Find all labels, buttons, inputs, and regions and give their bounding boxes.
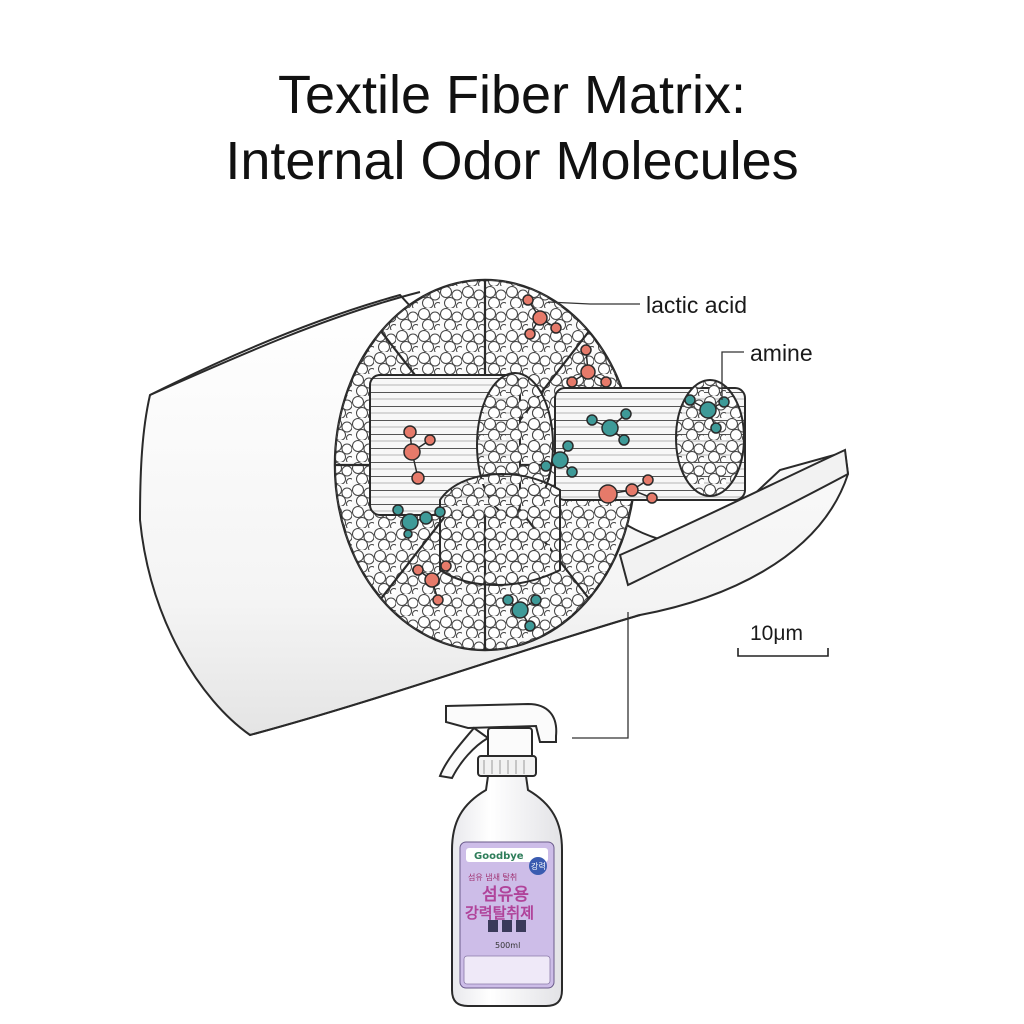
lactic-acid-molecule-icon — [522, 294, 562, 340]
fiber-tube-bottom-edge — [249, 614, 641, 736]
bottle-subtitle: 섬유 냄새 탈취 — [468, 872, 517, 882]
scale-bar: 10μm — [737, 622, 829, 657]
amine-molecule-icon — [392, 504, 446, 539]
lactic-acid-molecule-icon — [403, 425, 436, 485]
bottle-badge: 강력 — [531, 861, 546, 871]
fiber-bundle-center — [439, 473, 561, 586]
bottle-headline-2: 강력탈취제 — [465, 904, 534, 922]
fiber-tube-top-edge — [149, 291, 421, 396]
bottle-footer: 500ml — [495, 941, 520, 950]
lactic-acid-leader — [547, 301, 640, 305]
scale-bar-label: 10μm — [750, 622, 803, 645]
lactic-acid-molecule-icon — [412, 560, 452, 606]
title-line-2: Internal Odor Molecules — [225, 131, 799, 191]
amine-label: amine — [750, 340, 813, 366]
bottle-brand: Goodbye — [474, 851, 524, 862]
cut-shell-lip — [618, 448, 850, 587]
spray-bottle-icon — [438, 702, 563, 1007]
lactic-acid-molecule-icon — [598, 474, 658, 504]
bottle-headline-1: 섬유용 — [482, 885, 529, 905]
bottle-leader — [572, 612, 629, 739]
lactic-acid-label: lactic acid — [646, 292, 747, 318]
amine-molecule-icon — [502, 594, 542, 632]
title-line-1: Textile Fiber Matrix: — [277, 65, 747, 125]
amine-molecule-icon — [586, 408, 632, 446]
lactic-acid-molecule-icon — [566, 344, 612, 388]
amine-leader — [721, 351, 744, 400]
amine-molecule-icon — [540, 440, 578, 478]
fiber-bundle-right — [554, 379, 746, 501]
page-title: Textile Fiber Matrix: Internal Odor Mole… — [0, 62, 1024, 194]
